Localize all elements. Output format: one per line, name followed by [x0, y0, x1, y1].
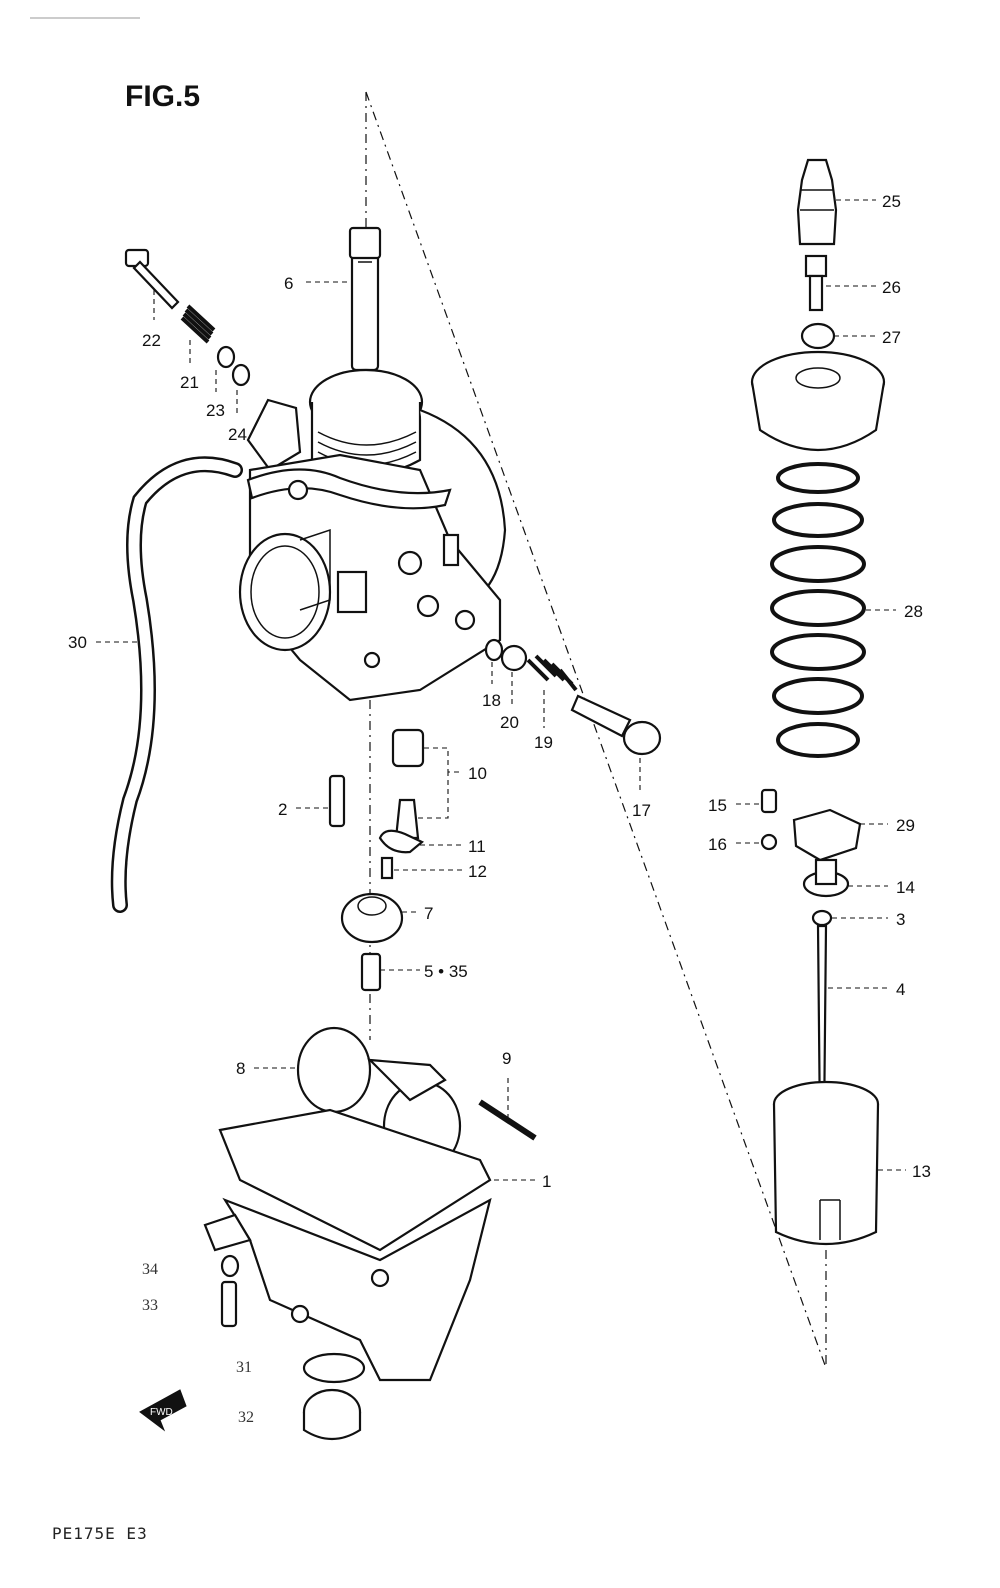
part-1-gasket [218, 1108, 492, 1252]
label-part-16: 16 [708, 835, 727, 854]
label-part-4: 4 [896, 980, 905, 999]
part-5-main-jet [360, 952, 382, 992]
part-18-o-ring [484, 638, 504, 662]
label-part-9: 9 [502, 1049, 511, 1068]
part-34-washer [220, 1254, 240, 1278]
mixing-chamber-top [750, 350, 886, 452]
label-part-13: 13 [912, 1162, 931, 1181]
part-14-retainer [802, 858, 850, 898]
label-part-31: 31 [236, 1359, 252, 1376]
label-part-6: 6 [284, 274, 293, 293]
label-part-26: 26 [882, 278, 901, 297]
part-29-plate [792, 808, 862, 862]
part-31-o-ring [302, 1352, 366, 1384]
label-part-24: 24 [228, 425, 247, 444]
part-23-o-ring [216, 345, 236, 369]
label-part-7: 7 [424, 904, 433, 923]
part-24-washer [231, 363, 251, 387]
part-2-pin [328, 774, 346, 828]
part-12-screw [380, 856, 394, 880]
label-part-19: 19 [534, 733, 553, 752]
label-part-1: 1 [542, 1172, 551, 1191]
label-part-34: 34 [142, 1261, 158, 1278]
label-part-18: 18 [482, 691, 501, 710]
part-3-clip [811, 909, 833, 927]
part-26-adjuster [804, 254, 828, 312]
label-part-32: 32 [238, 1409, 254, 1426]
label-part-3: 3 [896, 910, 905, 929]
part-19-spring [526, 654, 578, 692]
part-28-spring [770, 462, 866, 758]
part-22-air-screw [124, 248, 180, 310]
part-25-cap [796, 158, 838, 246]
part-10-needle-valve [391, 728, 425, 840]
part-32-drain-plug [302, 1388, 362, 1441]
part-27-nut [800, 322, 836, 350]
label-part-30: 30 [68, 633, 87, 652]
label-part-28: 28 [904, 602, 923, 621]
part-13-throttle-valve [772, 1080, 880, 1246]
part-6-cable-adjuster [348, 226, 382, 372]
part-15-screw [760, 788, 778, 814]
label-part-23: 23 [206, 401, 225, 420]
label-part-22: 22 [142, 331, 161, 350]
label-part-10: 10 [468, 764, 487, 783]
label-part-27: 27 [882, 328, 901, 347]
part-17-throttle-stop-screw [570, 694, 662, 756]
label-part-2: 2 [278, 800, 287, 819]
label-part-14: 14 [896, 878, 915, 897]
label-part-33: 33 [142, 1297, 158, 1314]
leader-10 [418, 747, 462, 819]
fwd-arrow-icon: FWD [139, 1389, 187, 1432]
float-chamber [203, 1197, 492, 1382]
part-33-screw [220, 1280, 238, 1328]
label-part-8: 8 [236, 1059, 245, 1078]
carburetor-body [238, 368, 507, 702]
label-part-20: 20 [500, 713, 519, 732]
label-part-11: 11 [468, 837, 486, 856]
label-part-17: 17 [632, 801, 651, 820]
axis-line-diagonal [365, 91, 827, 1369]
footer-model-code: PE175E E3 [52, 1524, 148, 1543]
fwd-arrow-label: FWD [150, 1407, 173, 1418]
part-20-washer [500, 644, 528, 672]
figure-title: FIG.5 [125, 80, 201, 113]
part-7-baffle [340, 892, 404, 944]
label-part-12: 12 [468, 862, 487, 881]
label-part-15: 15 [708, 796, 727, 815]
part-16-washer [760, 833, 778, 851]
label-part-25: 25 [882, 192, 901, 211]
part-11-clip [378, 829, 425, 854]
label-part-5-35: 5 • 35 [424, 962, 468, 981]
part-9-pin [478, 1099, 537, 1141]
label-part-21: 21 [180, 373, 199, 392]
part-21-spring [180, 304, 216, 344]
label-part-29: 29 [896, 816, 915, 835]
